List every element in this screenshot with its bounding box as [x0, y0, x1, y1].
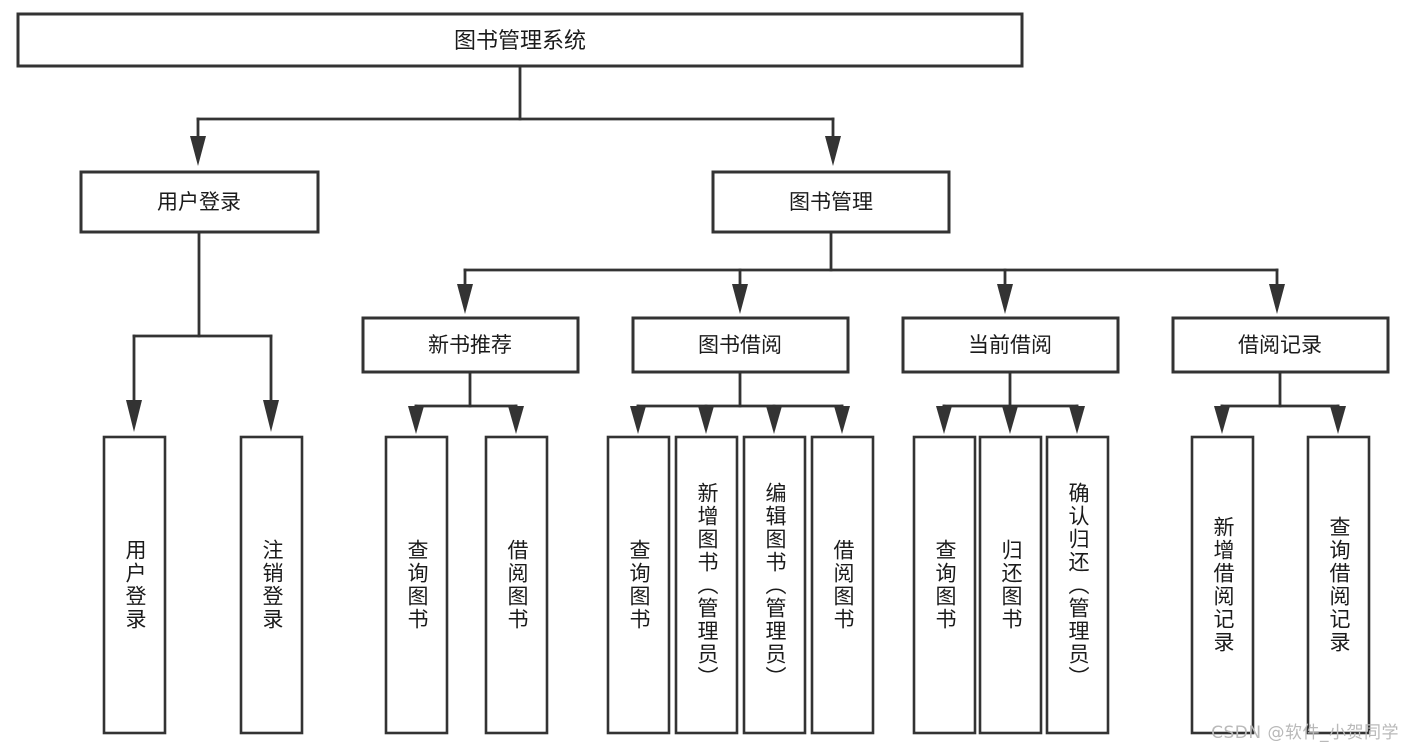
node-new-book-recommend-label: 新书推荐 — [428, 333, 512, 357]
node-book-manage[interactable]: 图书管理 — [711, 170, 951, 234]
arrow-to-leaf-current-borrow-1 — [1002, 406, 1018, 434]
node-book-borrow[interactable]: 图书借阅 — [631, 316, 850, 374]
arrow-to-current-borrow — [997, 284, 1013, 314]
node-user-login-label: 用户登录 — [157, 190, 241, 214]
arrow-to-leaf-borrow-record-1 — [1330, 406, 1346, 434]
leaf-box-book-borrow-2[interactable] — [742, 435, 807, 735]
node-root-label: 图书管理系统 — [454, 29, 586, 54]
arrow-to-leaf-new-book-1 — [508, 406, 524, 434]
node-user-login[interactable]: 用户登录 — [79, 170, 320, 234]
leaf-box-user-login-1[interactable] — [239, 435, 304, 735]
node-book-borrow-label: 图书借阅 — [698, 333, 782, 357]
edge-user-login-split — [126, 230, 279, 432]
arrow-to-leaf-borrow-record-0 — [1214, 406, 1230, 434]
leaf-box-current-borrow-1[interactable] — [978, 435, 1043, 735]
leaf-box-borrow-record-1[interactable] — [1306, 435, 1371, 735]
arrow-to-borrow-record — [1269, 284, 1285, 314]
edge-borrow-record-split — [1214, 370, 1346, 434]
node-user-login-box[interactable] — [79, 170, 320, 234]
node-current-borrow[interactable]: 当前借阅 — [901, 316, 1120, 374]
leaf-box-current-borrow-0[interactable] — [912, 435, 977, 735]
leaf-box-book-borrow-0[interactable] — [606, 435, 671, 735]
node-root-box[interactable] — [16, 12, 1024, 68]
arrow-to-leaf-book-borrow-3 — [834, 406, 850, 434]
arrow-to-leaf-current-borrow-2 — [1069, 406, 1085, 434]
arrow-to-book-manage — [825, 136, 841, 166]
arrow-to-leaf-book-borrow-2 — [766, 406, 782, 434]
arrow-to-leaf-current-borrow-0 — [936, 406, 952, 434]
arrow-to-leaf-book-borrow-0 — [630, 406, 646, 434]
leaf-box-current-borrow-2[interactable] — [1045, 435, 1110, 735]
leaf-box-book-borrow-3[interactable] — [810, 435, 875, 735]
node-current-borrow-box[interactable] — [901, 316, 1120, 374]
leaf-box-new-book-1[interactable] — [484, 435, 549, 735]
edge-current-borrow-split — [936, 370, 1085, 434]
arrow-to-user-login — [190, 136, 206, 166]
leaf-box-user-login-0[interactable] — [102, 435, 167, 735]
arrow-to-leaf-user-login-1 — [263, 400, 279, 432]
arrow-to-new-book — [457, 284, 473, 314]
edge-book-manage-split — [457, 230, 1285, 314]
watermark-text: CSDN @软件_小贺同学 — [1211, 723, 1399, 743]
arrow-to-book-borrow — [732, 284, 748, 314]
edge-root-split — [190, 64, 841, 166]
edge-new-book-split — [408, 370, 524, 434]
node-borrow-record-label: 借阅记录 — [1238, 333, 1322, 357]
leaf-box-book-borrow-1[interactable] — [674, 435, 739, 735]
node-new-book-recommend[interactable]: 新书推荐 — [361, 316, 580, 374]
node-new-book-recommend-box[interactable] — [361, 316, 580, 374]
leaf-box-borrow-record-0[interactable] — [1190, 435, 1255, 735]
node-root[interactable]: 图书管理系统 — [16, 12, 1024, 68]
leaf-box-new-book-0[interactable] — [384, 435, 449, 735]
arrow-to-leaf-new-book-0 — [408, 406, 424, 434]
edge-book-borrow-split — [630, 370, 850, 434]
arrow-to-leaf-book-borrow-1 — [698, 406, 714, 434]
node-current-borrow-label: 当前借阅 — [968, 333, 1052, 357]
node-book-manage-label: 图书管理 — [789, 190, 873, 214]
node-borrow-record[interactable]: 借阅记录 — [1171, 316, 1390, 374]
arrow-to-leaf-user-login-0 — [126, 400, 142, 432]
